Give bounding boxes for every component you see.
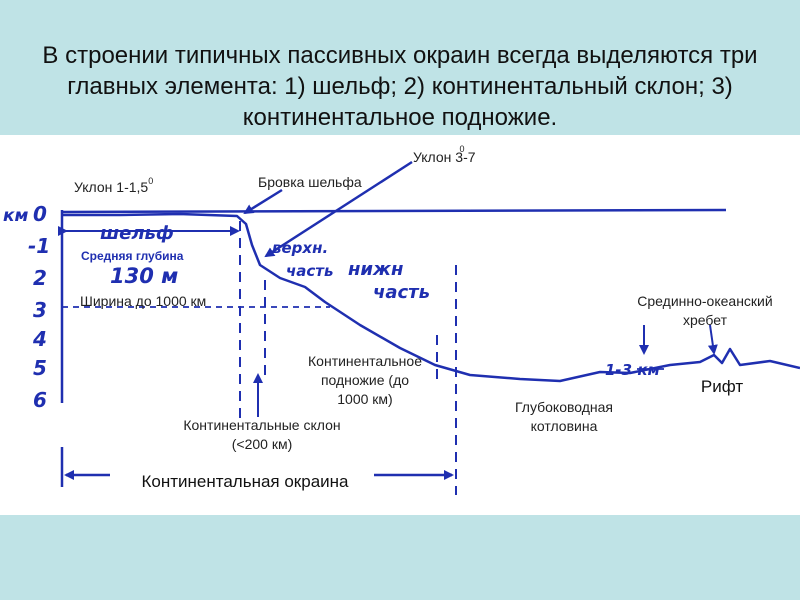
depth-value-handwritten: 130 м [110,264,178,288]
shelf-edge-label: Бровка шельфа [258,174,362,190]
tick-label-5: 5 [33,356,47,380]
slope-label-line1: Континентальные склон [183,417,340,433]
slide-title: В строении типичных пассивных окраин все… [42,42,758,131]
tick-label-2: 2 [33,266,47,290]
tick-label-6: 6 [33,388,47,412]
shelf-edge-arrow [243,188,283,215]
seafloor-profile [62,212,800,383]
slope-label-line2: (<200 км) [232,436,293,452]
upper-part-label-line1: верхн. [272,239,328,257]
abyssal-label-line1: Глубоководная [515,399,613,415]
shelf-width-label: Ширина до 1000 км [80,293,206,309]
steep-slope-arrow [264,160,413,258]
lower-part-label-line2: часть [373,282,430,303]
rise-label-line1: Континентальное [308,353,422,369]
tick-label-3: 3 [33,298,47,322]
range-handwritten-label: 1-3 км [605,361,660,379]
shelf-slope-label: Уклон 1-1,50 [74,176,153,195]
abyssal-label-line2: котловина [531,418,598,434]
axis-unit: км [3,206,29,226]
shelf-handwritten-label: шельф [100,223,174,244]
continental-margin-label: Континентальная окраина [142,472,350,491]
ridge-arrow [707,324,718,355]
diagram-panel: км 0 -1 2 3 4 5 6 Уклон 1-1,50 [0,135,800,515]
upper-part-label-line2: часть [286,262,334,280]
steep-slope-label: Уклон 3-70 [413,144,476,165]
tick-label-4: 4 [32,327,47,351]
ridge-label-line2: хребет [683,312,728,328]
tick-label-1: -1 [28,234,50,258]
sea-level-line [61,208,727,214]
margin-profile-diagram: км 0 -1 2 3 4 5 6 Уклон 1-1,50 [3,144,800,495]
rift-label: Рифт [701,377,743,396]
rise-label-line2: подножие (до [321,372,409,388]
rise-label-line3: 1000 км) [337,391,392,407]
lower-part-label-line1: нижн [348,259,403,280]
avg-depth-label: Средняя глубина [81,249,184,263]
tick-label-0: 0 [33,202,47,226]
ridge-label-line1: Срединно-океанский [637,293,772,309]
